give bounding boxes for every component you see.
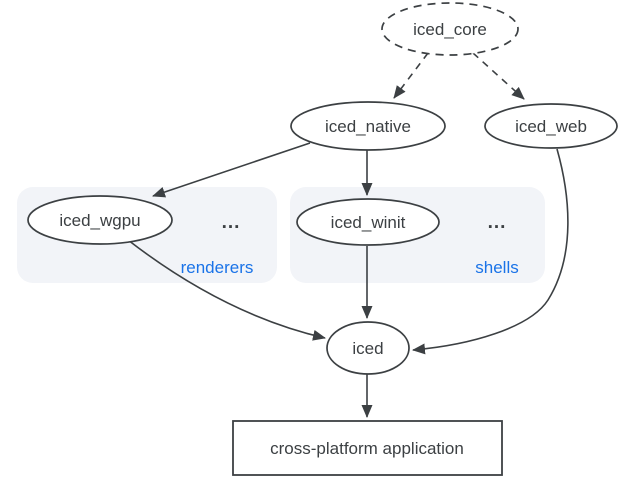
iced-native-label: iced_native — [325, 117, 411, 136]
edge-iced-core-to-iced-native — [393, 52, 429, 99]
iced-native-ellipse — [290, 101, 446, 151]
node-iced-web: iced_web — [484, 103, 618, 149]
iced-web-label: iced_web — [515, 117, 587, 136]
node-iced: iced — [326, 321, 410, 375]
edge-iced-core-to-iced-web — [472, 52, 525, 100]
node-iced-wgpu: iced_wgpu — [27, 195, 173, 245]
node-cross-platform-application: cross-platform application — [232, 420, 503, 476]
iced-label: iced — [352, 339, 383, 358]
iced-web-ellipse — [484, 103, 618, 149]
edge-iced-native-to-iced-wgpu — [152, 142, 311, 198]
iced-ellipse — [326, 321, 410, 375]
app-rectangle — [232, 420, 503, 476]
iced-wgpu-label: iced_wgpu — [59, 211, 140, 230]
shells-group-label: shells — [475, 258, 518, 277]
node-iced-native: iced_native — [290, 101, 446, 151]
edge-iced-web-to-iced — [412, 148, 569, 355]
iced-winit-label: iced_winit — [331, 213, 406, 232]
iced-wgpu-ellipse — [27, 195, 173, 245]
node-iced-core: iced_core — [381, 2, 519, 56]
node-iced-winit: iced_winit — [296, 198, 440, 246]
renderers-ellipsis: ... — [222, 212, 241, 233]
iced-winit-ellipse — [296, 198, 440, 246]
shells-ellipsis: ... — [488, 212, 507, 233]
iced-core-ellipse — [381, 2, 519, 56]
renderers-group-label: renderers — [181, 258, 254, 277]
iced-core-label: iced_core — [413, 20, 487, 39]
edge-iced-wgpu-to-iced — [127, 239, 326, 341]
app-label: cross-platform application — [270, 439, 464, 458]
